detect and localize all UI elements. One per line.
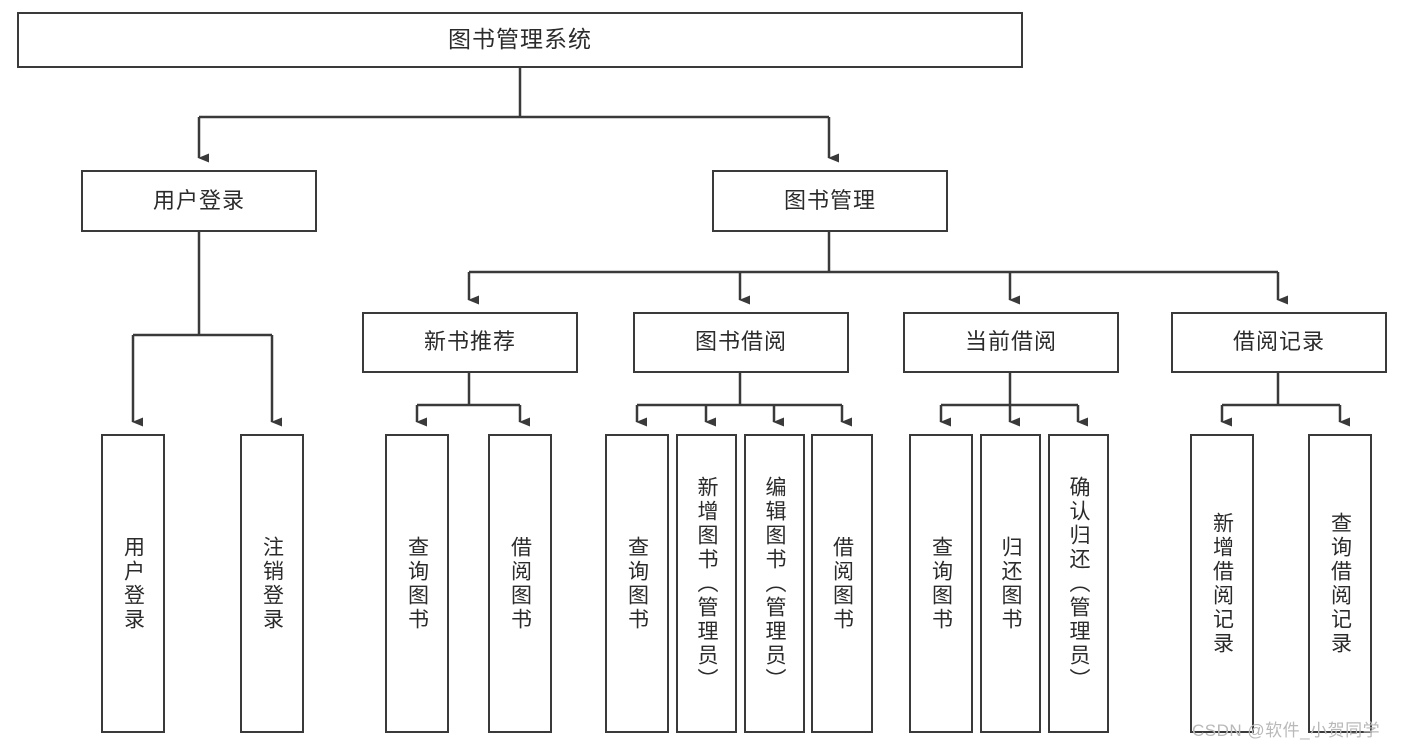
node-label: 借阅图书 [830, 535, 854, 632]
node-label: 查询图书 [929, 535, 953, 632]
leaf-record-add-record[interactable]: 新增借阅记录 [1190, 434, 1254, 733]
leaf-borrow-borrow-book[interactable]: 借阅图书 [811, 434, 873, 733]
node-label: 新增图书（管理员） [695, 475, 719, 692]
node-label: 新书推荐 [423, 329, 516, 355]
node-label: 查询图书 [405, 535, 429, 632]
node-label: 图书管理系统 [448, 26, 592, 53]
node-label: 借阅图书 [508, 535, 532, 632]
leaf-current-confirm-return[interactable]: 确认归还（管理员） [1048, 434, 1109, 733]
node-current-borrow[interactable]: 当前借阅 [903, 312, 1119, 373]
leaf-borrow-query-book[interactable]: 查询图书 [605, 434, 669, 733]
leaf-user-login-login[interactable]: 用户登录 [101, 434, 165, 733]
node-label: 借阅记录 [1232, 329, 1325, 355]
leaf-record-query-record[interactable]: 查询借阅记录 [1308, 434, 1372, 733]
node-label: 图书借阅 [694, 329, 787, 355]
leaf-current-query-book[interactable]: 查询图书 [909, 434, 973, 733]
node-label: 查询图书 [625, 535, 649, 632]
node-label: 用户登录 [121, 535, 145, 632]
node-label: 新增借阅记录 [1210, 511, 1234, 656]
leaf-borrow-add-book[interactable]: 新增图书（管理员） [676, 434, 737, 733]
node-label: 编辑图书（管理员） [763, 475, 787, 692]
node-label: 归还图书 [999, 535, 1023, 632]
leaf-user-login-logout[interactable]: 注销登录 [240, 434, 304, 733]
node-label: 用户登录 [152, 187, 245, 213]
node-book-management[interactable]: 图书管理 [712, 170, 948, 232]
csdn-watermark: CSDN @软件_小贺同学 [1192, 721, 1381, 740]
leaf-current-return-book[interactable]: 归还图书 [980, 434, 1041, 733]
node-root-system[interactable]: 图书管理系统 [17, 12, 1023, 68]
leaf-recommend-query-book[interactable]: 查询图书 [385, 434, 449, 733]
node-new-book-recommend[interactable]: 新书推荐 [362, 312, 578, 373]
node-book-borrow[interactable]: 图书借阅 [633, 312, 849, 373]
node-label: 确认归还（管理员） [1067, 475, 1091, 692]
leaf-recommend-borrow-book[interactable]: 借阅图书 [488, 434, 552, 733]
node-label: 图书管理 [783, 187, 876, 213]
leaf-borrow-edit-book[interactable]: 编辑图书（管理员） [744, 434, 805, 733]
node-label: 查询借阅记录 [1328, 511, 1352, 656]
node-label: 注销登录 [260, 535, 284, 632]
node-borrow-record[interactable]: 借阅记录 [1171, 312, 1387, 373]
node-label: 当前借阅 [964, 329, 1057, 355]
node-user-login[interactable]: 用户登录 [81, 170, 317, 232]
